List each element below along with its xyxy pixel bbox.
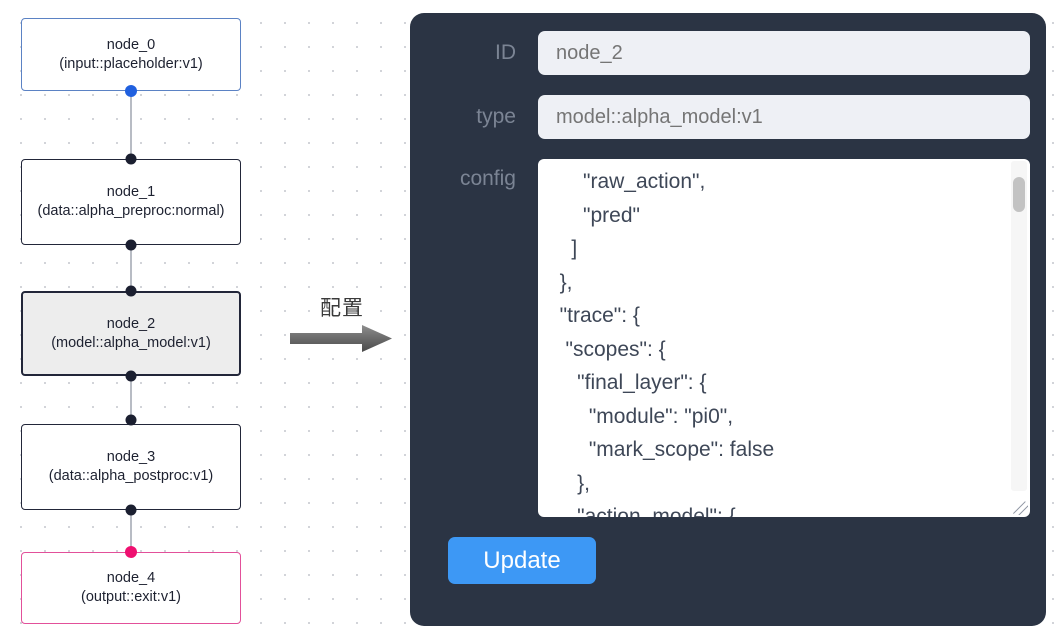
flow-node-title: node_2 <box>106 315 156 332</box>
config-textarea[interactable]: "raw_action", "pred" ] }, "trace": { "sc… <box>538 159 1030 517</box>
flow-node-node_4[interactable]: node_4 (output::exit:v1) <box>21 552 241 624</box>
flow-node-title: node_0 <box>106 36 156 53</box>
edge-node1-node2 <box>130 245 132 295</box>
flow-node-subtitle: (output::exit:v1) <box>81 589 181 605</box>
flow-node-title: node_4 <box>106 570 156 586</box>
node-handle-source-node_1[interactable] <box>125 239 137 251</box>
config-arrow-annotation: 配置 <box>288 296 396 358</box>
flow-node-node_2[interactable]: node_2 (model::alpha_model:v1) <box>21 291 241 376</box>
node-handle-source-node_0[interactable] <box>125 85 137 97</box>
config-scrollbar-thumb[interactable] <box>1013 177 1025 212</box>
flow-node-node_3[interactable]: node_3 (data::alpha_postproc:v1) <box>21 424 241 510</box>
config-arrow-label: 配置 <box>320 296 364 320</box>
node-handle-target-node_2[interactable] <box>125 285 137 297</box>
node-handle-source-node_3[interactable] <box>125 504 137 516</box>
update-button[interactable]: Update <box>448 537 596 584</box>
resize-grip-icon[interactable] <box>1012 499 1028 515</box>
flow-node-title: node_1 <box>106 184 156 200</box>
flow-node-title: node_3 <box>106 449 156 465</box>
config-field-row: config "raw_action", "pred" ] }, "trace"… <box>426 159 1030 517</box>
config-textarea-wrap: "raw_action", "pred" ] }, "trace": { "sc… <box>538 159 1030 517</box>
type-input[interactable] <box>538 95 1030 139</box>
edge-node2-node3 <box>130 376 132 420</box>
id-field-row: ID <box>426 31 1030 75</box>
flow-node-subtitle: (data::alpha_preproc:normal) <box>37 203 225 219</box>
config-field-label: config <box>459 167 516 190</box>
node-config-panel: ID type config "raw_action", "pred" ] },… <box>410 13 1046 626</box>
id-field-label: ID <box>495 41 516 64</box>
flow-node-node_0[interactable]: node_0 (input::placeholder:v1) <box>21 18 241 91</box>
edge-node0-node1 <box>130 91 132 159</box>
flow-node-subtitle: (data::alpha_postproc:v1) <box>48 468 214 484</box>
right-arrow-icon <box>290 325 392 352</box>
node-handle-target-node_4[interactable] <box>125 546 137 558</box>
config-scrollbar[interactable] <box>1011 161 1027 491</box>
flow-node-subtitle: (model::alpha_model:v1) <box>51 334 211 351</box>
node-handle-source-node_2[interactable] <box>125 370 137 382</box>
node-handle-target-node_1[interactable] <box>125 153 137 165</box>
flow-node-node_1[interactable]: node_1 (data::alpha_preproc:normal) <box>21 159 241 245</box>
id-input[interactable] <box>538 31 1030 75</box>
edge-node3-node4 <box>130 510 132 552</box>
flow-node-subtitle: (input::placeholder:v1) <box>59 55 203 72</box>
node-handle-target-node_3[interactable] <box>125 414 137 426</box>
type-field-label: type <box>476 105 516 128</box>
type-field-row: type <box>426 95 1030 139</box>
